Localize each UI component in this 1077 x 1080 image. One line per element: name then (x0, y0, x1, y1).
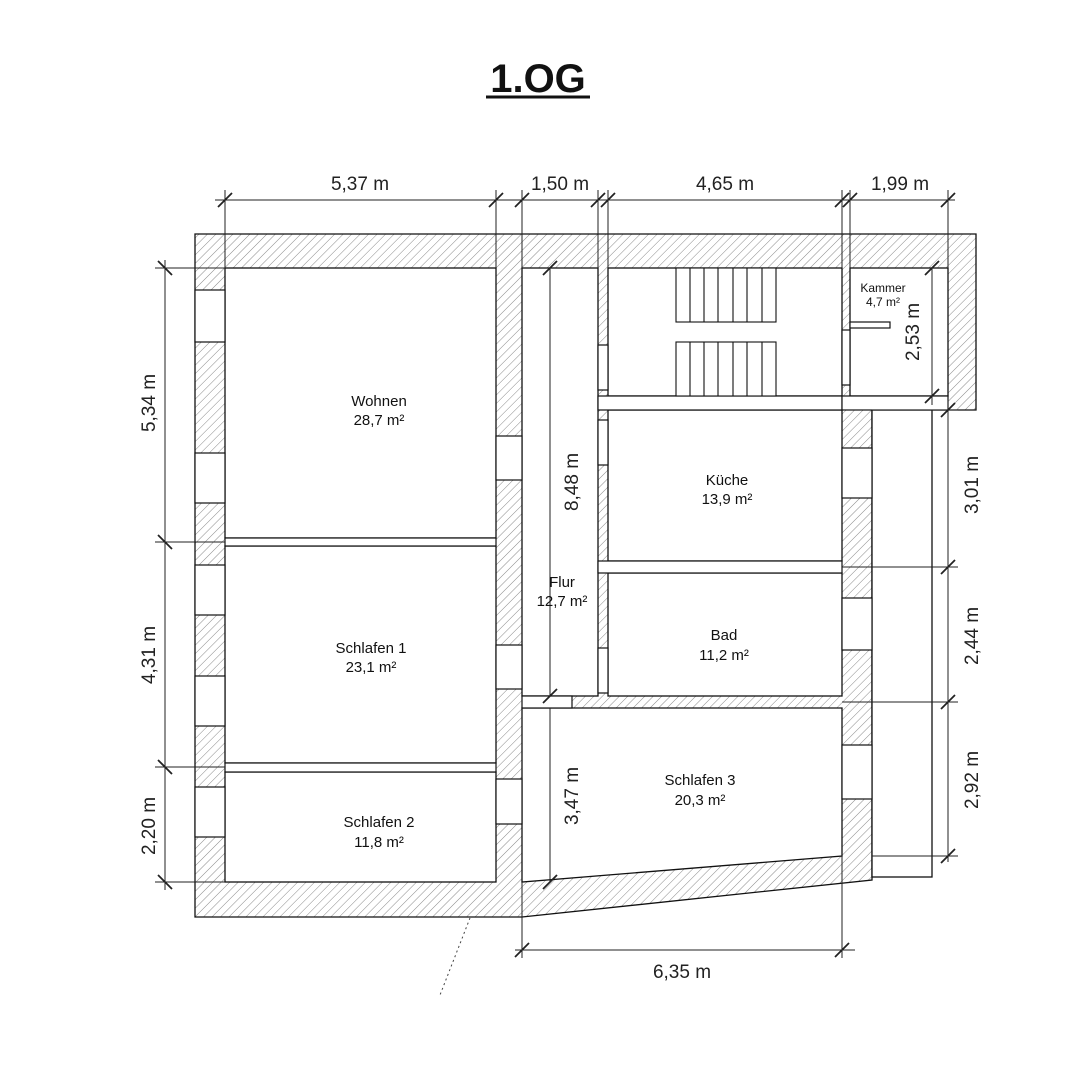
staircase-icon (675, 267, 777, 397)
dim-top-1: 5,37 m (331, 174, 389, 195)
schlafen2-floor (224, 771, 497, 883)
room-name-schlafen3: Schlafen 3 (665, 772, 736, 789)
room-area-schlafen3: 20,3 m² (675, 792, 726, 809)
windows-left (194, 289, 226, 838)
windows-middle (495, 344, 609, 825)
flur-floor (521, 267, 599, 697)
room-area-kueche: 13,9 m² (702, 491, 753, 508)
room-area-wohnen: 28,7 m² (354, 412, 405, 429)
room-name-flur: Flur (549, 574, 575, 591)
dimension-labels: 5,37 m 1,50 m 4,65 m 1,99 m 5,34 m 4,31 … (139, 174, 983, 983)
dotted-line (439, 917, 471, 996)
room-area-bad: 11,2 m² (699, 647, 749, 664)
room-name-kueche: Küche (706, 472, 749, 489)
room-name-wohnen: Wohnen (351, 393, 407, 410)
room-name-schlafen2: Schlafen 2 (344, 814, 415, 831)
dimension-lines (155, 190, 958, 958)
dim-top-4: 1,99 m (871, 174, 929, 195)
room-area-schlafen1: 23,1 m² (346, 659, 397, 676)
room-area-kammer: 4,7 m² (866, 295, 900, 309)
dim-bottom: 6,35 m (653, 962, 711, 983)
room-name-kammer: Kammer (860, 281, 905, 295)
schlafen1-floor (224, 545, 497, 764)
room-name-bad: Bad (711, 627, 738, 644)
wohnen-floor (224, 267, 497, 539)
dim-top-3: 4,65 m (696, 174, 754, 195)
dim-right-2: 2,44 m (962, 607, 983, 665)
dim-schlafen3-height: 3,47 m (562, 767, 583, 825)
dim-flur-length: 8,48 m (562, 453, 583, 511)
room-area-flur: 12,7 m² (537, 593, 588, 610)
room-name-schlafen1: Schlafen 1 (336, 640, 407, 657)
plan-title: 1.OG (490, 57, 586, 101)
dim-left-3: 2,20 m (139, 797, 160, 855)
dim-right-3: 2,92 m (962, 751, 983, 809)
bad-floor (607, 572, 843, 697)
kammer-rail (849, 321, 891, 329)
dim-right-1: 3,01 m (962, 456, 983, 514)
dim-left-2: 4,31 m (139, 626, 160, 684)
dim-top-2: 1,50 m (531, 174, 589, 195)
dim-kammer-height: 2,53 m (903, 303, 924, 361)
room-floors (224, 267, 949, 883)
balcony-area (871, 409, 933, 878)
room-labels: Wohnen 28,7 m² Schlafen 1 23,1 m² Schlaf… (336, 281, 906, 851)
windows-right (841, 329, 873, 800)
room-area-schlafen2: 11,8 m² (354, 834, 404, 851)
dim-left-1: 5,34 m (139, 374, 160, 432)
